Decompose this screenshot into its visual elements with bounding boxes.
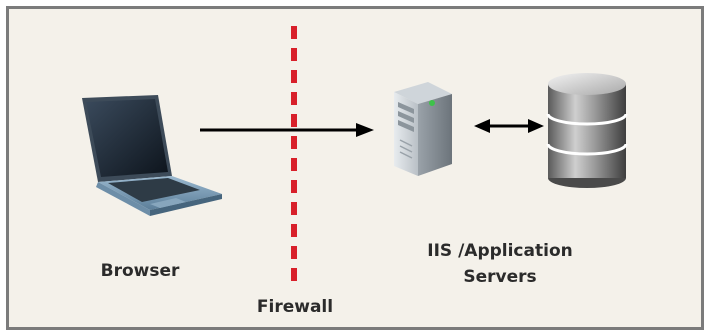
firewall-label: Firewall — [256, 297, 334, 317]
server-tower-icon — [394, 82, 452, 176]
browser-label: Browser — [100, 261, 180, 281]
servers-label: IIS /Application Servers — [390, 238, 610, 290]
servers-label-line2: Servers — [463, 267, 537, 287]
servers-label-line1: IIS /Application — [427, 241, 573, 261]
database-icon — [546, 73, 628, 188]
bidirectional-arrow — [474, 119, 544, 133]
request-arrow — [200, 123, 374, 137]
laptop-icon — [82, 95, 222, 216]
